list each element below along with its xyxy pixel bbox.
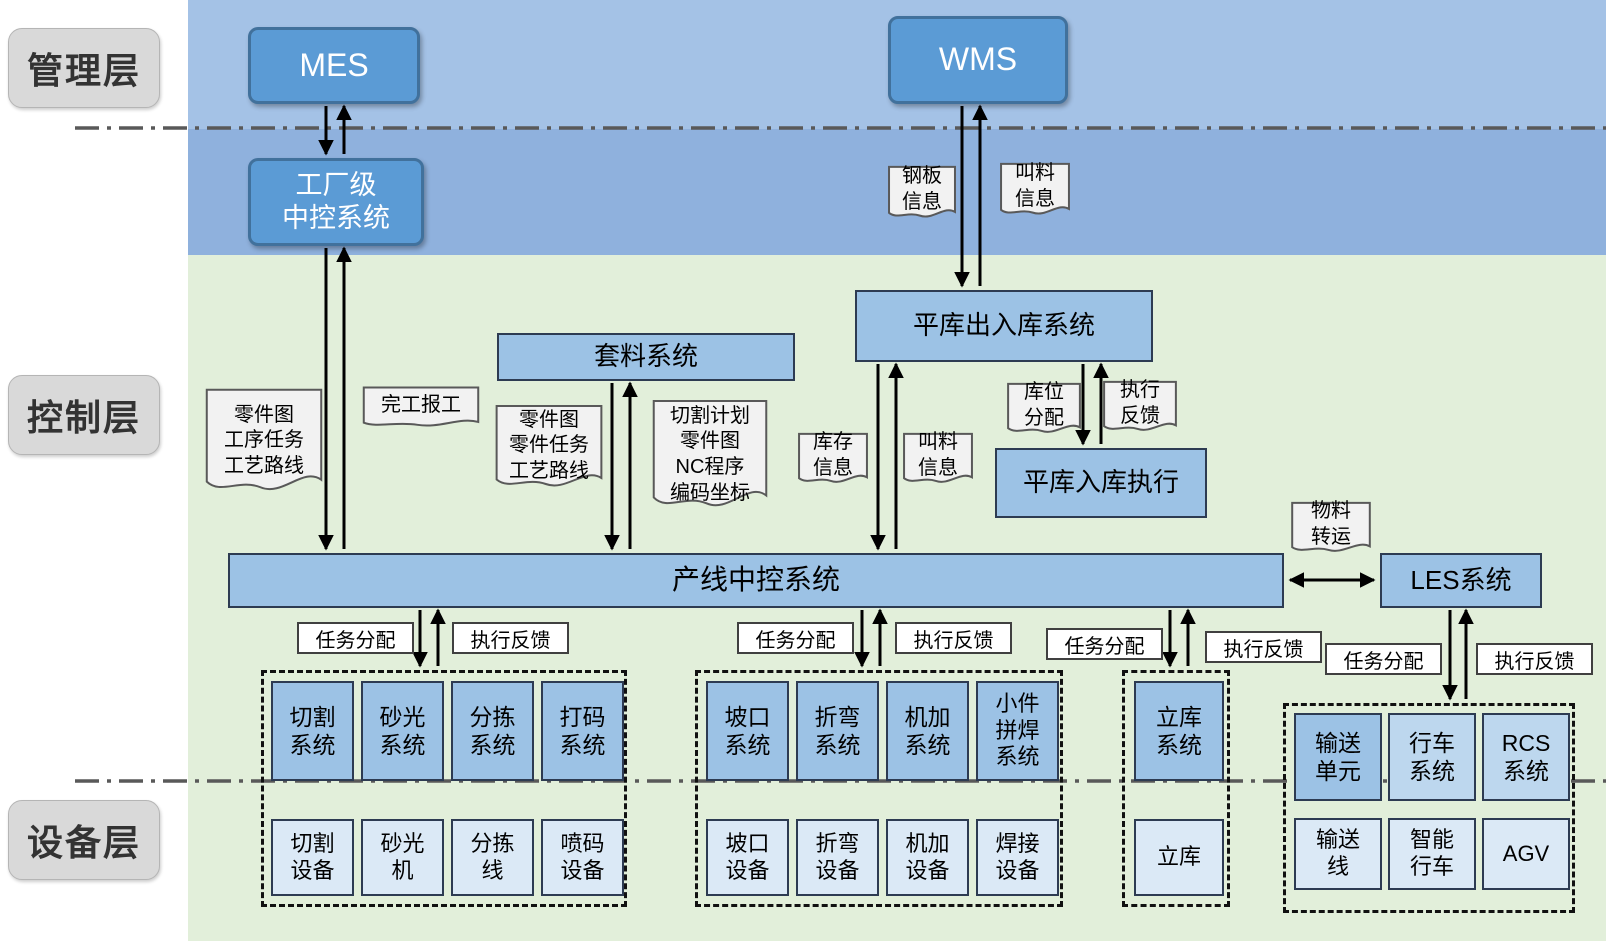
system-cutting: 切割 系统 bbox=[271, 681, 354, 781]
document-shape-icon bbox=[798, 432, 868, 490]
node-flat-warehouse-inbound-exec: 平库入库执行 bbox=[995, 448, 1207, 518]
doc-stock-info: 库存 信息 bbox=[798, 431, 868, 490]
document-shape-icon bbox=[1291, 501, 1371, 559]
document-shape-icon bbox=[495, 403, 603, 499]
layer-label-equipment: 设备层 bbox=[8, 800, 160, 880]
document-shape-icon bbox=[1000, 162, 1070, 222]
device-sander: 砂光 机 bbox=[361, 819, 444, 896]
document-shape-icon bbox=[652, 397, 768, 523]
label-task-assignment-1: 任务分配 bbox=[297, 622, 414, 654]
doc-cutting-plan: 切割计划 零件图 NC程序 编码坐标 bbox=[652, 397, 768, 523]
doc-steel-info: 钢板 信息 bbox=[888, 165, 956, 225]
node-mes: MES bbox=[248, 27, 420, 104]
document-shape-icon bbox=[1103, 380, 1177, 438]
group-cutting: 切割 系统 砂光 系统 分拣 系统 打码 系统 切割 设备 砂光 机 分拣 线 … bbox=[261, 670, 627, 907]
doc-execution-feedback: 执行 反馈 bbox=[1103, 379, 1177, 438]
group-stereo-warehouse: 立库 系统 立库 bbox=[1122, 670, 1230, 907]
layer-label-management: 管理层 bbox=[8, 28, 160, 108]
group-bevel: 坡口 系统 折弯 系统 机加 系统 小件 拼焊 系统 坡口 设备 折弯 设备 机… bbox=[695, 670, 1063, 907]
system-sanding: 砂光 系统 bbox=[361, 681, 444, 781]
device-agv: AGV bbox=[1482, 818, 1570, 890]
device-cutting: 切割 设备 bbox=[271, 819, 354, 896]
label-task-assignment-2: 任务分配 bbox=[737, 622, 854, 654]
system-bevel: 坡口 系统 bbox=[706, 681, 789, 781]
system-rcs: RCS 系统 bbox=[1482, 713, 1570, 801]
doc-work-completion: 完工报工 bbox=[362, 386, 480, 432]
node-flat-warehouse-io: 平库出入库系统 bbox=[855, 290, 1153, 362]
doc-parts-process-route: 零件图 工序任务 工艺路线 bbox=[205, 386, 323, 506]
label-execution-feedback-1: 执行反馈 bbox=[452, 622, 569, 654]
label-execution-feedback-4: 执行反馈 bbox=[1476, 643, 1593, 675]
system-conveying-unit: 输送 单元 bbox=[1294, 713, 1382, 801]
document-shape-icon bbox=[888, 165, 956, 225]
system-small-parts-welding: 小件 拼焊 系统 bbox=[976, 681, 1059, 781]
document-shape-icon bbox=[903, 432, 973, 490]
device-stereo-warehouse: 立库 bbox=[1134, 819, 1224, 896]
node-les: LES系统 bbox=[1380, 553, 1542, 608]
label-task-assignment-3: 任务分配 bbox=[1046, 628, 1163, 660]
node-factory-control: 工厂级 中控系统 bbox=[248, 158, 424, 246]
document-shape-icon bbox=[205, 386, 323, 506]
system-sorting: 分拣 系统 bbox=[451, 681, 534, 781]
device-bending: 折弯 设备 bbox=[796, 819, 879, 896]
label-task-assignment-4: 任务分配 bbox=[1325, 643, 1442, 675]
system-marking: 打码 系统 bbox=[541, 681, 624, 781]
device-smart-crane: 智能 行车 bbox=[1388, 818, 1476, 890]
label-execution-feedback-3: 执行反馈 bbox=[1205, 631, 1322, 663]
node-line-control: 产线中控系统 bbox=[228, 553, 1284, 608]
device-conveyor-line: 输送 线 bbox=[1294, 818, 1382, 890]
label-execution-feedback-2: 执行反馈 bbox=[895, 622, 1012, 654]
doc-call-info-top: 叫料 信息 bbox=[1000, 162, 1070, 222]
system-stereo-warehouse: 立库 系统 bbox=[1134, 681, 1224, 781]
system-machining: 机加 系统 bbox=[886, 681, 969, 781]
layer-label-control: 控制层 bbox=[8, 375, 160, 455]
device-bevel: 坡口 设备 bbox=[706, 819, 789, 896]
document-shape-icon bbox=[1007, 382, 1081, 440]
device-machining: 机加 设备 bbox=[886, 819, 969, 896]
document-shape-icon bbox=[362, 386, 480, 432]
system-bending: 折弯 系统 bbox=[796, 681, 879, 781]
group-transport: 输送 单元 行车 系统 RCS 系统 输送 线 智能 行车 AGV bbox=[1283, 703, 1575, 913]
doc-call-info-mid: 叫料 信息 bbox=[903, 431, 973, 490]
device-welding: 焊接 设备 bbox=[976, 819, 1059, 896]
device-inkjet: 喷码 设备 bbox=[541, 819, 624, 896]
doc-location-assignment: 库位 分配 bbox=[1007, 381, 1081, 440]
doc-parts-task-route: 零件图 零件任务 工艺路线 bbox=[495, 403, 603, 499]
device-sorting-line: 分拣 线 bbox=[451, 819, 534, 896]
node-nesting-system: 套料系统 bbox=[497, 333, 795, 381]
system-crane: 行车 系统 bbox=[1388, 713, 1476, 801]
node-wms: WMS bbox=[888, 16, 1068, 104]
doc-material-transfer: 物料 转运 bbox=[1291, 500, 1371, 559]
